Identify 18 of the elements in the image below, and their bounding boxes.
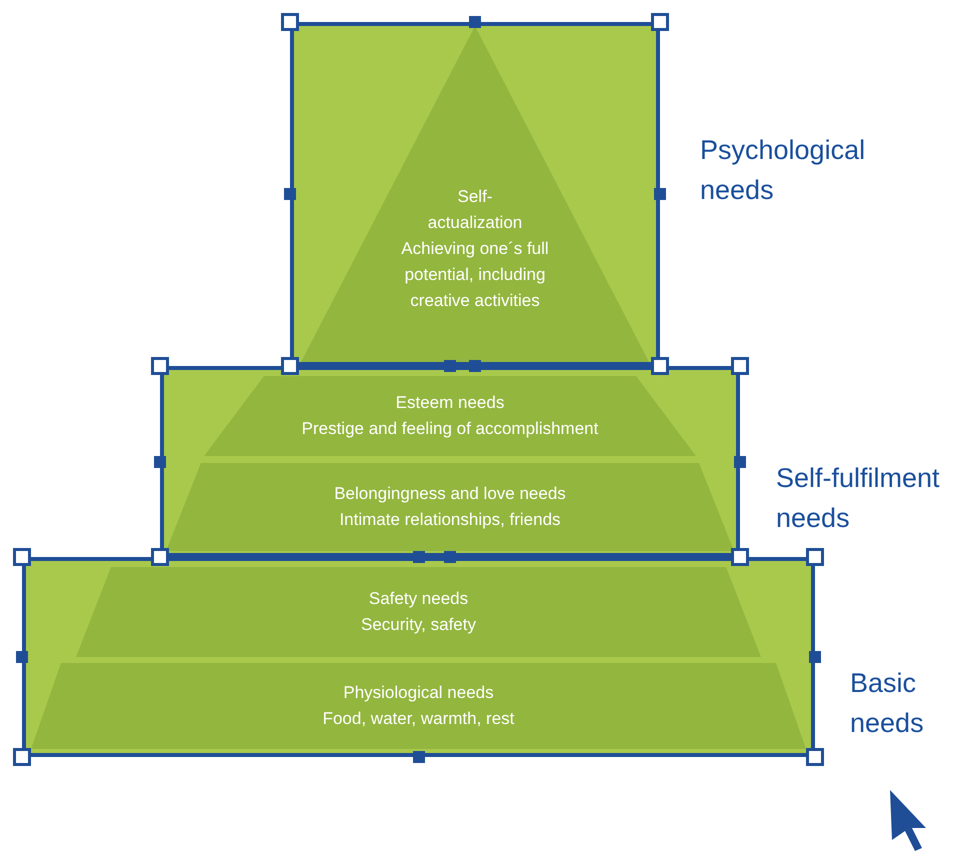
pyramid-band [166, 463, 734, 551]
tier-group-label: Psychological needs [700, 134, 866, 207]
tier-title: Belongingness and love needs [334, 483, 566, 505]
pyramid-band [31, 663, 806, 749]
tier-group-label: Self-fulfilment needs [776, 462, 941, 535]
tier-title: Self- actualization [426, 186, 524, 234]
tier-group-label: Basic needs [850, 667, 925, 740]
tier-box [22, 557, 815, 757]
tier-description: Food, water, warmth, rest [322, 708, 514, 730]
tier-description: Prestige and feeling of accomplishment [302, 418, 598, 440]
pyramid-band [204, 376, 696, 456]
tier-title: Safety needs [368, 588, 468, 610]
tier-title: Physiological needs [343, 682, 494, 704]
pyramid-band [76, 567, 761, 657]
tier-title: Esteem needs [396, 392, 504, 414]
tier-description: Security, safety [361, 614, 476, 636]
tier-description: Intimate relationships, friends [339, 509, 561, 531]
tier-description: Achieving one´s full potential, including creative activities [400, 238, 550, 312]
